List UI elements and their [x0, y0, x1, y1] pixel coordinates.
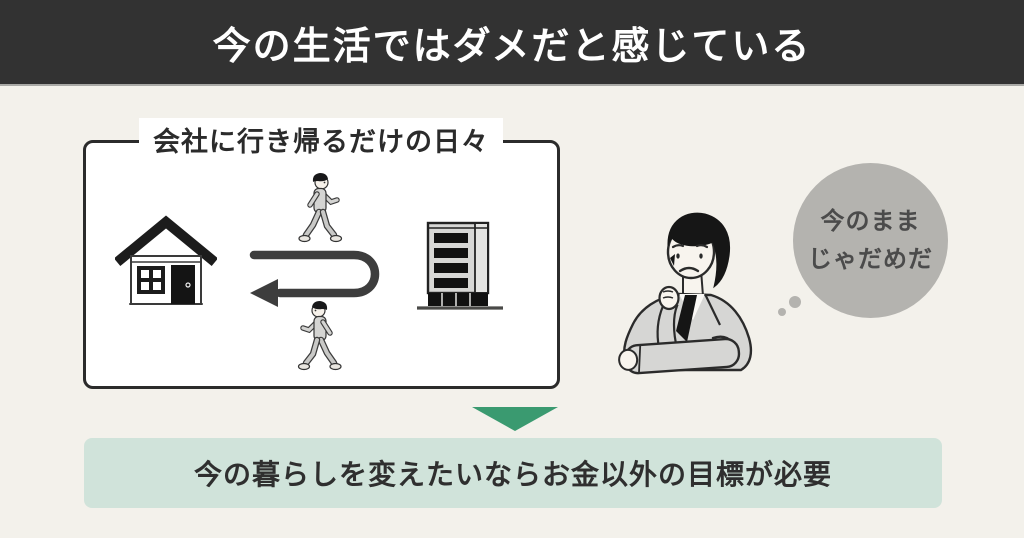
house-icon — [115, 215, 217, 305]
down-triangle-icon — [472, 407, 558, 431]
page-title: 今の生活ではダメだと感じている — [212, 25, 812, 68]
thought-bubble-dot-small — [778, 308, 786, 316]
routine-box-label: 会社に行き帰るだけの日々 — [139, 118, 503, 161]
header-bar: 今の生活ではダメだと感じている — [0, 0, 1024, 86]
thought-bubble-line2: じゃだめだ — [808, 245, 933, 273]
thought-bubble-line1: 今のまま — [820, 208, 921, 236]
conclusion-banner: 今の暮らしを変えたいならお金以外の目標が必要 — [84, 438, 942, 508]
thought-bubble-dot-large — [789, 296, 801, 308]
thinking-businessman-icon — [618, 212, 753, 375]
office-building-icon — [417, 221, 503, 310]
walking-person-to-home-icon — [297, 301, 342, 371]
u-turn-arrow-icon — [249, 250, 380, 307]
thought-bubble: 今のまま じゃだめだ — [793, 163, 948, 318]
conclusion-text: 今の暮らしを変えたいならお金以外の目標が必要 — [193, 459, 832, 490]
walking-person-to-office-icon — [298, 173, 343, 243]
